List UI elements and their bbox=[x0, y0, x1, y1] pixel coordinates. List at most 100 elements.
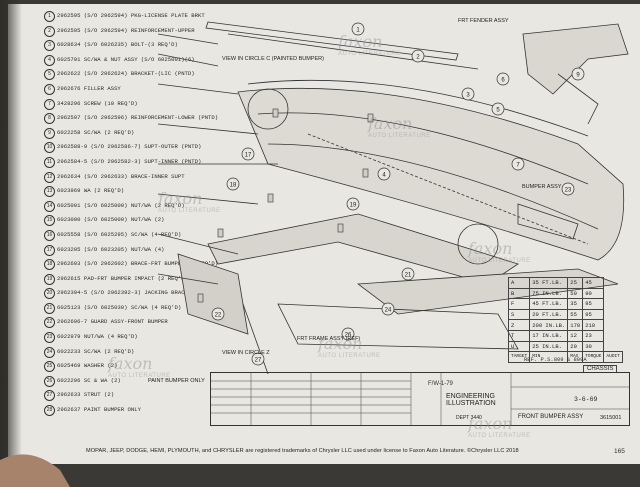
part-number-callout: 6 bbox=[44, 83, 55, 95]
torque-cell: 25 IN.LB. bbox=[529, 340, 569, 353]
part-description: 6023969 WA (2 REQ'D) bbox=[57, 187, 125, 195]
svg-text:9: 9 bbox=[576, 73, 580, 79]
bolt bbox=[197, 293, 204, 303]
callout-17: 17 bbox=[241, 147, 255, 161]
part-description: 6022979 NUT/WA (4 REQ'D) bbox=[57, 333, 138, 341]
torque-cell: 95 bbox=[582, 298, 605, 310]
torque-cell: A bbox=[507, 277, 531, 289]
part-number-callout: 28 bbox=[44, 405, 55, 417]
torque-cell: 35 FT.LB. bbox=[529, 277, 569, 289]
torque-footer-cell: AUDIT bbox=[603, 351, 623, 363]
part-number-callout: 24 bbox=[44, 346, 55, 358]
torque-cell: 17 IN.LB. bbox=[529, 329, 569, 342]
part-number-callout: 11 bbox=[44, 156, 55, 168]
ref-text: REF. P.S.809 & 809A bbox=[524, 356, 587, 363]
part-number-callout: 20 bbox=[44, 288, 55, 300]
torque-cell: 20 bbox=[567, 340, 584, 353]
svg-text:6: 6 bbox=[501, 78, 505, 84]
part-description: 2962676 FILLER ASSY bbox=[57, 84, 121, 92]
part-number-callout: 7 bbox=[44, 98, 55, 110]
svg-text:2: 2 bbox=[416, 55, 420, 61]
part-description: 6022258 SC/WA (2 REQ'D) bbox=[57, 128, 135, 136]
part-description: 2962595 (S/O 2962594) REINFORCEMENT-UPPE… bbox=[57, 26, 195, 34]
part-description: 6023205 (S/O 6023205) NUT/WA (4) bbox=[57, 245, 165, 253]
callout-18: 18 bbox=[226, 177, 240, 191]
trademark-footer: MOPAR, JEEP, DODGE, HEMI, PLYMOUTH, and … bbox=[86, 448, 519, 454]
torque-footer-cell: TARGET bbox=[507, 351, 531, 363]
callout-1: 1 bbox=[351, 22, 365, 36]
torque-cell: 30 bbox=[582, 340, 605, 353]
part-number-callout: 17 bbox=[44, 244, 55, 256]
part-title: FRONT BUMPER ASSY bbox=[518, 414, 584, 420]
part-description: 2962633 STRUT (2) bbox=[57, 391, 115, 399]
part-number-callout: 12 bbox=[44, 171, 55, 183]
frt-frame-label: FRT FRAME ASSY (REF) bbox=[297, 336, 361, 342]
torque-cell: S bbox=[507, 308, 531, 321]
bolt bbox=[267, 193, 274, 203]
guard-assy-left bbox=[177, 253, 249, 335]
callout-3: 3 bbox=[461, 87, 475, 101]
dept-label: DEPT 3440 bbox=[456, 415, 482, 421]
part-number-callout: 26 bbox=[44, 375, 55, 387]
sheet-number: 3615001 bbox=[600, 415, 622, 421]
svg-text:23: 23 bbox=[565, 188, 572, 194]
torque-cell: 35 bbox=[567, 298, 584, 310]
part-description: 2962637 PAINT BUMPER ONLY bbox=[57, 406, 141, 414]
reinforcement-upper bbox=[205, 21, 459, 61]
strut-left bbox=[242, 303, 269, 375]
bolt bbox=[217, 228, 224, 238]
svg-text:26: 26 bbox=[345, 333, 352, 339]
callout-21: 21 bbox=[401, 267, 415, 281]
part-number-callout: 8 bbox=[44, 113, 55, 125]
svg-text:4: 4 bbox=[382, 173, 386, 179]
torque-cell: 200 IN.LB. bbox=[529, 319, 569, 331]
part-number-callout: 25 bbox=[44, 361, 55, 373]
bumper-top-edge bbox=[247, 79, 589, 137]
part-number-callout: 19 bbox=[44, 273, 55, 285]
torque-cell: 23 bbox=[582, 329, 605, 342]
torque-cell: 20 FT.LB. bbox=[529, 308, 569, 321]
part-description: 6023000 (S/O 6025000) NUT/WA (2) bbox=[57, 216, 165, 224]
part-description: 6028634 (S/O 6026235) BOLT-(3 REQ'D) bbox=[57, 41, 178, 49]
part-description: 6025469 WASHER (2) bbox=[57, 362, 118, 370]
front-bumper-exploded-drawing: 1 2 3 4 5 6 7 9 17 18 19 21 22 23 24 26 … bbox=[158, 21, 629, 375]
fender-bracket bbox=[557, 73, 599, 125]
part-number-callout: 23 bbox=[44, 332, 55, 344]
bumper-lower-line bbox=[267, 143, 599, 230]
part-number-callout: 9 bbox=[44, 127, 55, 139]
part-description: 2962597 (S/O 2962596) REINFORCEMENT-LOWE… bbox=[57, 114, 219, 122]
torque-cell: B bbox=[507, 287, 531, 300]
bumper-inner-line bbox=[257, 112, 589, 185]
frt-fender-label: FRT FENDER ASSY bbox=[458, 18, 509, 24]
svg-text:21: 21 bbox=[405, 273, 412, 279]
torque-cell: 55 bbox=[567, 308, 584, 321]
callout-24: 24 bbox=[381, 302, 395, 316]
callout-27: 27 bbox=[251, 352, 265, 366]
part-description: 6025701 SC/WA & NUT ASSY (S/O 6025001)(6… bbox=[57, 55, 195, 63]
part-number-callout: 14 bbox=[44, 200, 55, 212]
torque-cell: 12 bbox=[567, 329, 584, 342]
svg-text:1: 1 bbox=[356, 28, 360, 34]
torque-cell: 170 bbox=[567, 319, 584, 331]
part-description: 3428296 SCREW (10 REQ'D) bbox=[57, 99, 138, 107]
torque-cell: T bbox=[507, 329, 531, 342]
callout-5: 5 bbox=[491, 102, 505, 116]
callout-2: 2 bbox=[411, 49, 425, 63]
callout-9: 9 bbox=[571, 67, 585, 81]
